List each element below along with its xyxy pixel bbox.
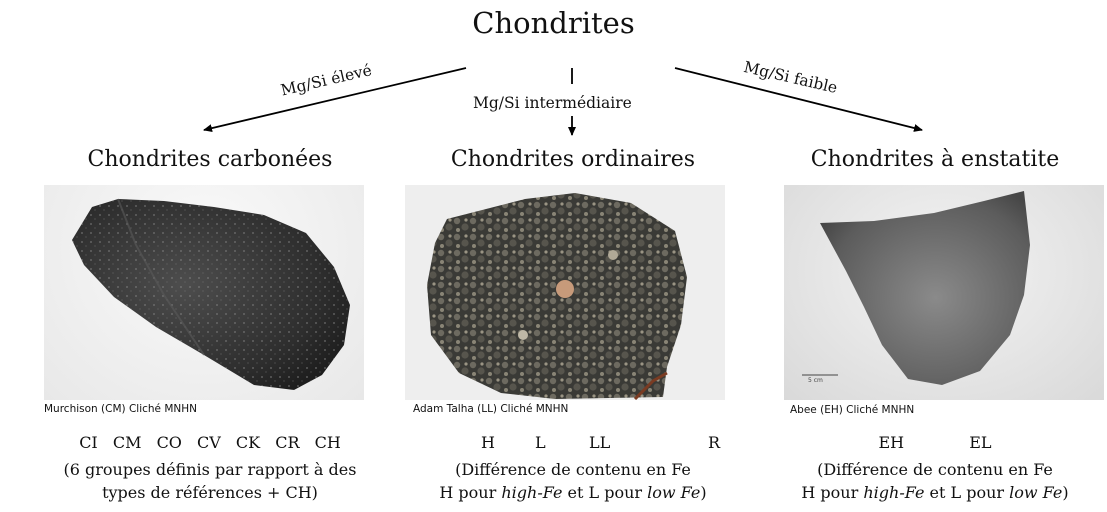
group-label: EH (878, 433, 905, 452)
desc-line: types de références + CH) (102, 483, 318, 502)
groups-carbonaceous: CI CM CO CV CK CR CH (30, 433, 390, 452)
diagram-title: Chondrites (472, 6, 635, 40)
group-label: EL (969, 433, 992, 452)
group-label: H (481, 433, 495, 452)
group-label: CR (275, 433, 300, 452)
caption-adam-talha: Adam Talha (LL) Cliché MNHN (413, 403, 569, 415)
groups-enstatite: EH EL (755, 433, 1107, 452)
title-carbonaceous: Chondrites carbonées (87, 147, 333, 172)
group-label: LL (589, 433, 611, 452)
desc-enstatite: (Différence de contenu en Fe H pour high… (745, 458, 1107, 504)
group-label: CK (235, 433, 261, 452)
group-label: R (708, 433, 721, 452)
group-label: CI (79, 433, 98, 452)
caption-abee: Abee (EH) Cliché MNHN (790, 404, 915, 416)
desc-carbonaceous: (6 groupes définis par rapport à des typ… (20, 458, 400, 504)
group-label: CM (112, 433, 142, 452)
scale-bar-label: 5 cm (808, 377, 823, 384)
branch-label-intermediate: Mg/Si intermédiaire (473, 94, 632, 112)
desc-ordinary: (Différence de contenu en Fe H pour high… (383, 458, 763, 504)
adam-talha-photo (405, 185, 725, 400)
abee-photo: 5 cm (784, 185, 1104, 400)
desc-line: (Différence de contenu en Fe (817, 460, 1053, 479)
arrow-right (674, 67, 923, 132)
desc-line: H pour high-Fe et L pour low Fe) (801, 483, 1069, 502)
caption-murchison: Murchison (CM) Cliché MNHN (44, 403, 198, 415)
title-ordinary: Chondrites ordinaires (450, 147, 696, 172)
group-label: CV (197, 433, 221, 452)
desc-line: H pour high-Fe et L pour low Fe) (439, 483, 707, 502)
murchison-photo (44, 185, 364, 400)
group-label: CH (314, 433, 341, 452)
arrow-left (203, 67, 467, 133)
group-label: L (535, 433, 546, 452)
group-label: CO (156, 433, 182, 452)
desc-line: (6 groupes définis par rapport à des (63, 460, 357, 479)
desc-line: (Différence de contenu en Fe (455, 460, 691, 479)
title-enstatite: Chondrites à enstatite (810, 147, 1060, 172)
